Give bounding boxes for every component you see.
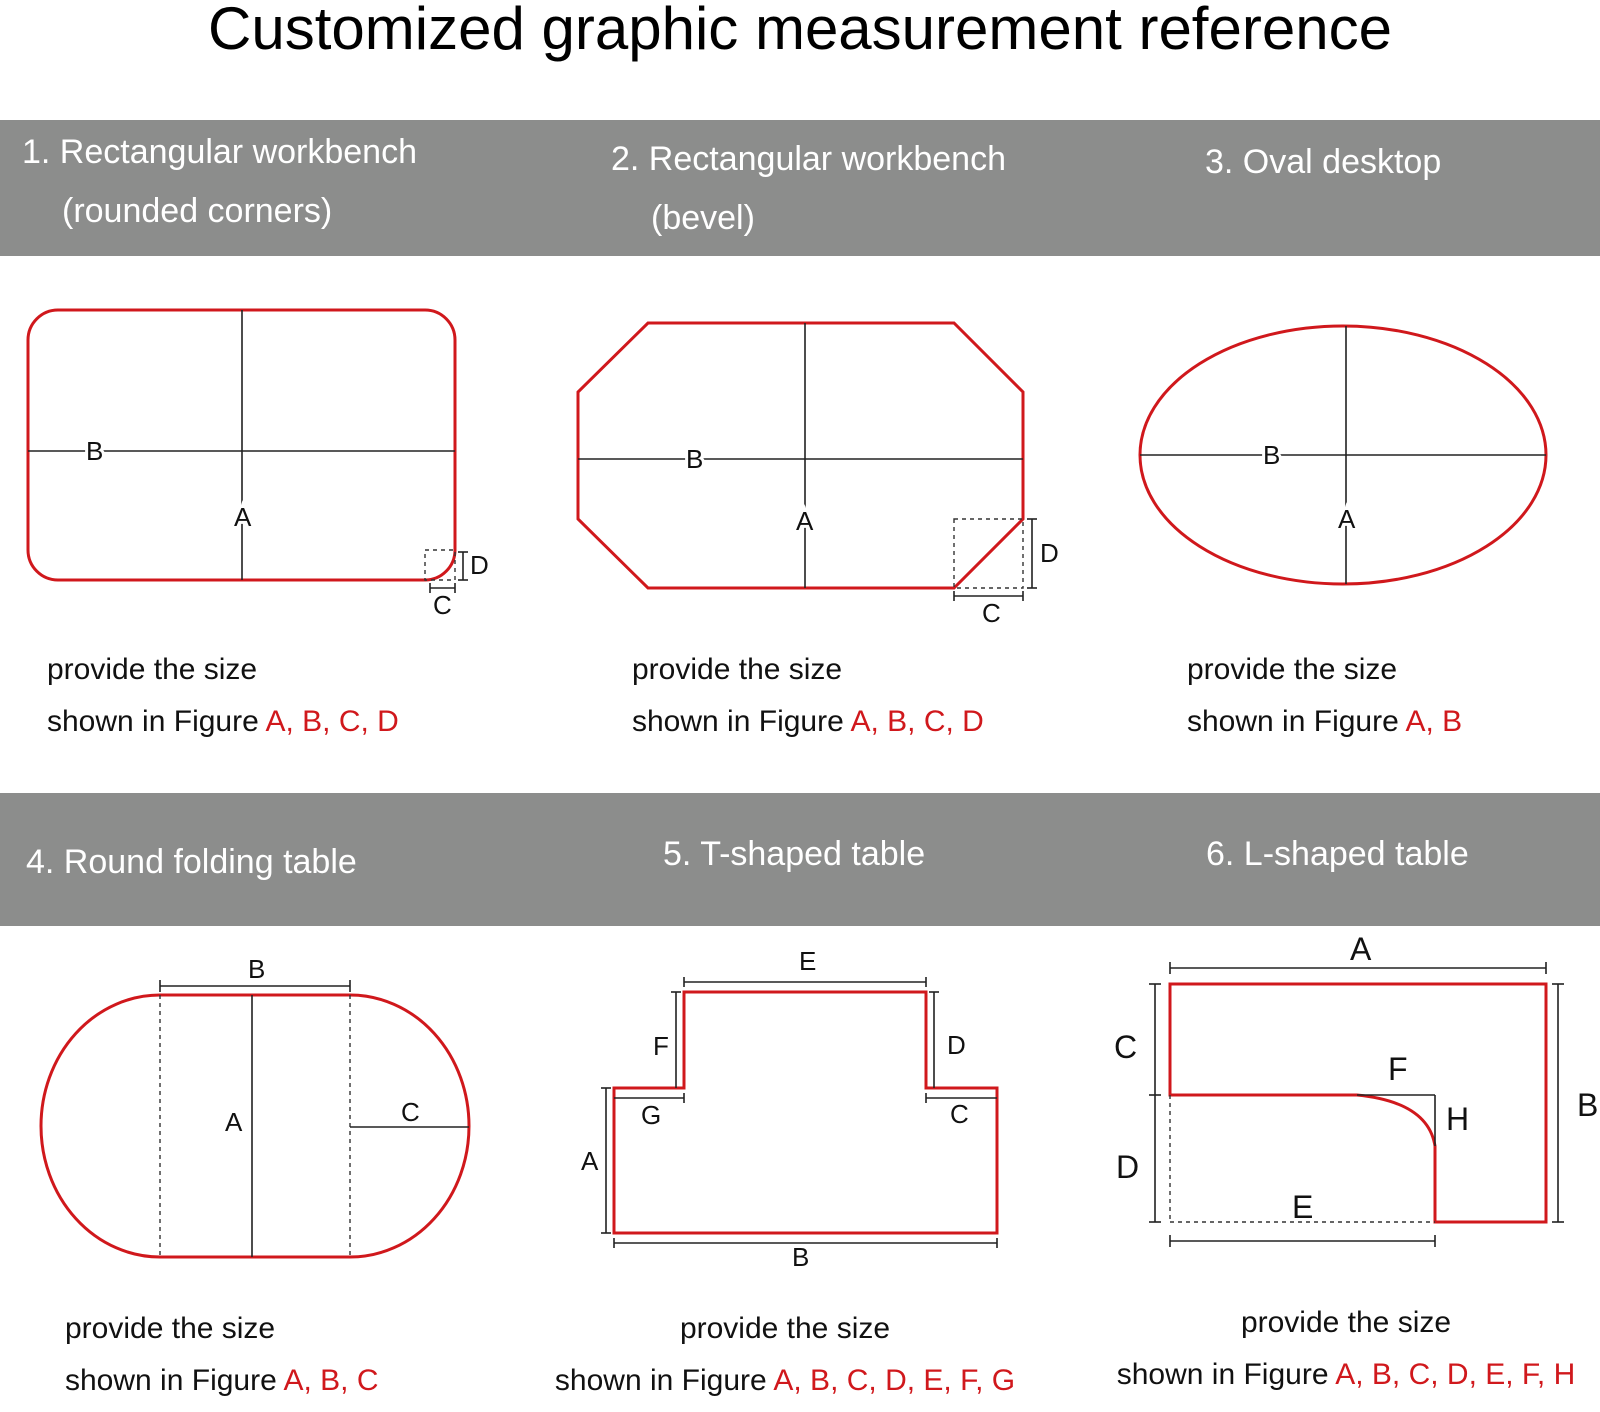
p6-label-b: B	[1577, 1087, 1598, 1123]
panel-1-heading: 1. Rectangular workbench (rounded corner…	[22, 133, 418, 230]
p6-label-a: A	[1350, 931, 1372, 967]
panel-3-caption: provide the size shown in Figure A, B	[1187, 653, 1463, 738]
shape-stadium: B A C	[39, 954, 471, 1259]
shape-rounded-rectangle: B A C D	[26, 308, 489, 620]
panel-3-heading: 3. Oval desktop	[1205, 143, 1442, 181]
panel-4-heading: 4. Round folding table	[26, 843, 357, 881]
panel-4-caption: provide the size shown in Figure A, B, C	[65, 1312, 379, 1397]
shape-t-table: E F D G C A B	[581, 946, 999, 1272]
panel-6-caption: provide the size shown in Figure A, B, C…	[1116, 1306, 1576, 1391]
p5-label-e: E	[799, 946, 816, 976]
panel-5-caption: provide the size shown in Figure A, B, C…	[554, 1312, 1016, 1397]
p2-label-b: B	[686, 444, 703, 474]
p3-label-a: A	[1338, 504, 1356, 534]
p2-label-d: D	[1040, 538, 1059, 568]
shape-oval: B A	[1138, 324, 1548, 586]
p5-label-a: A	[581, 1146, 599, 1176]
p6-label-d: D	[1116, 1149, 1139, 1185]
p4-label-c: C	[401, 1097, 420, 1127]
p5-label-c: C	[950, 1099, 969, 1129]
p5-label-f: F	[653, 1031, 669, 1061]
p6-label-e: E	[1292, 1189, 1313, 1225]
p1-label-d: D	[470, 550, 489, 580]
shape-beveled-rectangle: B A C D	[576, 321, 1059, 628]
panel-6-heading: 6. L-shaped table	[1206, 835, 1469, 873]
p2-label-c: C	[982, 598, 1001, 628]
page-title: Customized graphic measurement reference	[208, 0, 1392, 62]
header-band-top	[0, 120, 1600, 256]
panel-1-caption: provide the size shown in Figure A, B, C…	[47, 653, 399, 738]
p5-label-g: G	[641, 1100, 661, 1130]
panel-5-heading: 5. T-shaped table	[663, 835, 926, 873]
p4-label-b: B	[248, 954, 265, 984]
p4-label-a: A	[225, 1107, 243, 1137]
p5-label-b: B	[792, 1242, 809, 1272]
header-band-bottom	[0, 793, 1600, 926]
p1-label-a: A	[234, 502, 252, 532]
p3-label-b: B	[1263, 440, 1280, 470]
p6-label-f: F	[1388, 1051, 1408, 1087]
p1-label-b: B	[86, 436, 103, 466]
p6-label-c: C	[1114, 1029, 1137, 1065]
panel-2-caption: provide the size shown in Figure A, B, C…	[632, 653, 984, 738]
panel-2-heading: 2. Rectangular workbench (bevel)	[611, 140, 1007, 237]
p2-label-a: A	[796, 506, 814, 536]
shape-l-table: A B C D E F H	[1114, 931, 1598, 1247]
p1-label-c: C	[433, 590, 452, 620]
p5-label-d: D	[947, 1030, 966, 1060]
p6-label-h: H	[1446, 1101, 1469, 1137]
